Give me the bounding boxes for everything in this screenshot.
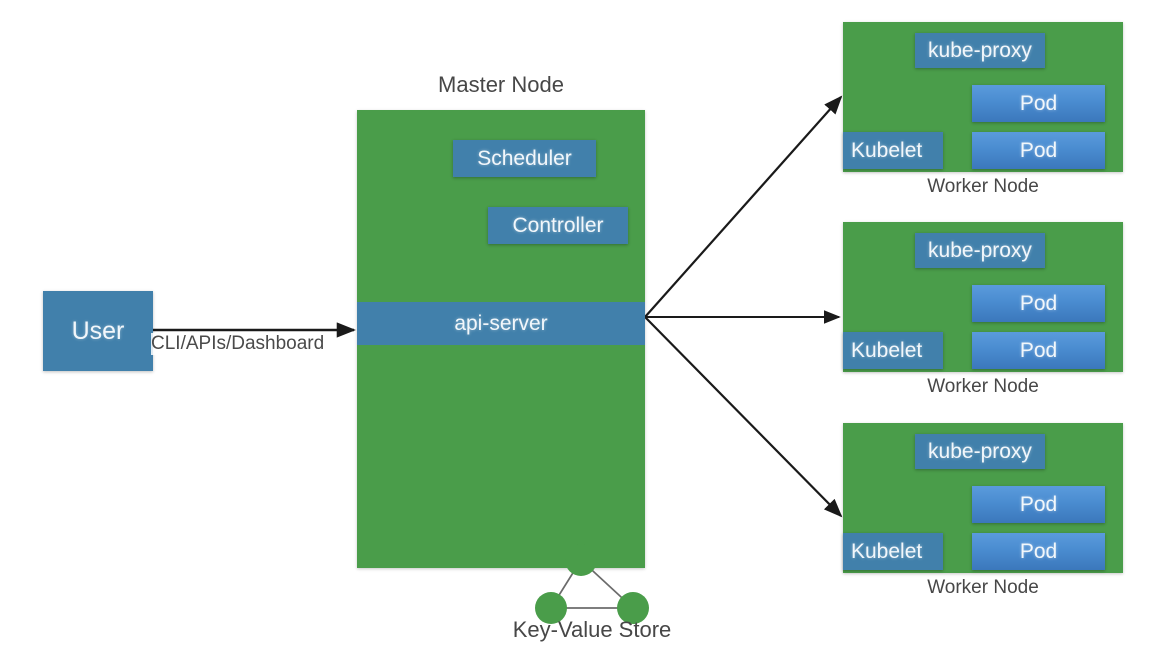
key-value-store-caption: Key-Value Store	[512, 617, 672, 642]
user-label: User	[71, 316, 125, 345]
scheduler-box[interactable]: Scheduler	[453, 140, 596, 177]
worker-node-1-kubelet-box[interactable]: Kubelet	[843, 132, 943, 169]
kube-proxy-label: kube-proxy	[928, 239, 1032, 262]
scheduler-label: Scheduler	[477, 147, 572, 170]
worker-node-3-pod-1[interactable]: Pod	[972, 486, 1105, 523]
kubelet-label: Kubelet	[851, 339, 923, 362]
controller-box[interactable]: Controller	[488, 207, 628, 244]
pod-label: Pod	[1019, 92, 1058, 115]
worker-node-1-pod-2[interactable]: Pod	[972, 132, 1105, 169]
worker-node-3-kube-proxy-box[interactable]: kube-proxy	[915, 434, 1045, 469]
pod-label: Pod	[1019, 339, 1058, 362]
key-value-store-node-3	[617, 592, 649, 624]
key-value-store-node-2	[535, 592, 567, 624]
worker-node-2-kubelet-box[interactable]: Kubelet	[843, 332, 943, 369]
master-node-caption: Master Node	[438, 72, 564, 97]
pod-label: Pod	[1019, 493, 1058, 516]
kubelet-label: Kubelet	[851, 139, 923, 162]
worker-node-2-pod-1[interactable]: Pod	[972, 285, 1105, 322]
api-server-box[interactable]: api-server	[357, 302, 645, 345]
worker-node-3-caption: Worker Node	[927, 577, 1039, 598]
arrow-api-server-to-worker-node-1	[644, 95, 843, 318]
user-connection-label: CLI/APIs/Dashboard	[151, 333, 325, 355]
pod-label: Pod	[1019, 540, 1058, 563]
worker-node-2-pod-2[interactable]: Pod	[972, 332, 1105, 369]
worker-node-1-kube-proxy-box[interactable]: kube-proxy	[915, 33, 1045, 68]
kube-proxy-label: kube-proxy	[928, 39, 1032, 62]
worker-node-3-kubelet-box[interactable]: Kubelet	[843, 533, 943, 570]
worker-node-2-kube-proxy-box[interactable]: kube-proxy	[915, 233, 1045, 268]
kube-proxy-label: kube-proxy	[928, 440, 1032, 463]
key-value-store-glyph[interactable]	[535, 542, 650, 624]
pod-label: Pod	[1019, 292, 1058, 315]
worker-node-1-pod-1[interactable]: Pod	[972, 85, 1105, 122]
kubelet-label: Kubelet	[851, 540, 923, 563]
api-server-label: api-server	[454, 311, 548, 335]
controller-label: Controller	[512, 214, 604, 237]
user-box[interactable]: User	[43, 291, 153, 371]
pod-label: Pod	[1019, 139, 1058, 162]
worker-node-1-caption: Worker Node	[927, 176, 1039, 197]
arrow-api-server-to-worker-node-3	[644, 316, 843, 518]
worker-node-3-pod-2[interactable]: Pod	[972, 533, 1105, 570]
worker-node-2-caption: Worker Node	[927, 376, 1039, 397]
key-value-store-node-1	[565, 544, 597, 576]
